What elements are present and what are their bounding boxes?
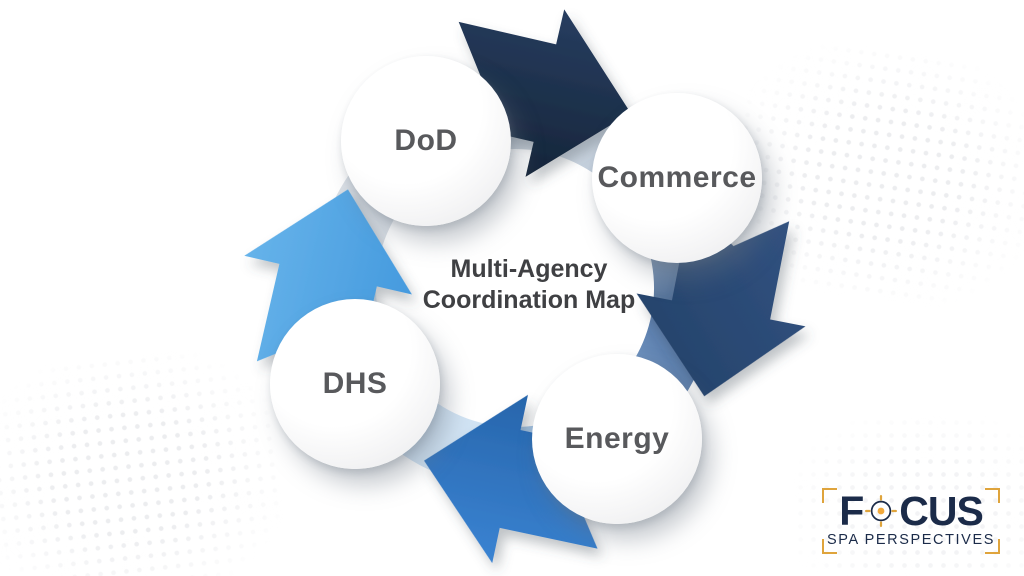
- node-commerce-label: Commerce: [597, 161, 757, 194]
- logo-frame-bracket-top-right: [985, 488, 1000, 503]
- logo-letters-cus: CUS: [899, 487, 984, 534]
- logo-wordmark: F CUS: [822, 487, 1000, 534]
- node-dod: DoD: [341, 56, 511, 226]
- logo-letter-f: F: [839, 487, 864, 534]
- arrow-commerce-to-energy: [636, 202, 806, 397]
- diagram-title-line1: Multi-Agency: [450, 255, 608, 283]
- node-energy-label: Energy: [564, 422, 670, 455]
- node-dhs: DHS: [270, 299, 440, 469]
- node-dod-label: DoD: [394, 124, 458, 157]
- logo-frame-bracket-bottom-left: [822, 539, 837, 554]
- focus-reticle-icon: [865, 495, 898, 527]
- arrow-dod-to-commerce: [436, 9, 631, 177]
- diagram-title: Multi-Agency Coordination Map: [398, 254, 660, 316]
- logo-tagline: SPA PERSPECTIVES: [827, 532, 995, 548]
- logo-frame-bracket-top-left: [822, 488, 837, 503]
- arrow-energy-to-dhs: [424, 394, 619, 564]
- node-energy: Energy: [532, 354, 702, 524]
- diagram-title-line2: Coordination Map: [422, 286, 636, 314]
- node-commerce: Commerce: [592, 93, 762, 263]
- node-dhs-label: DHS: [322, 367, 388, 400]
- logo-frame-bracket-bottom-right: [985, 539, 1000, 554]
- focus-logo: F CUS SPA PERSPECTIVES: [822, 488, 1000, 554]
